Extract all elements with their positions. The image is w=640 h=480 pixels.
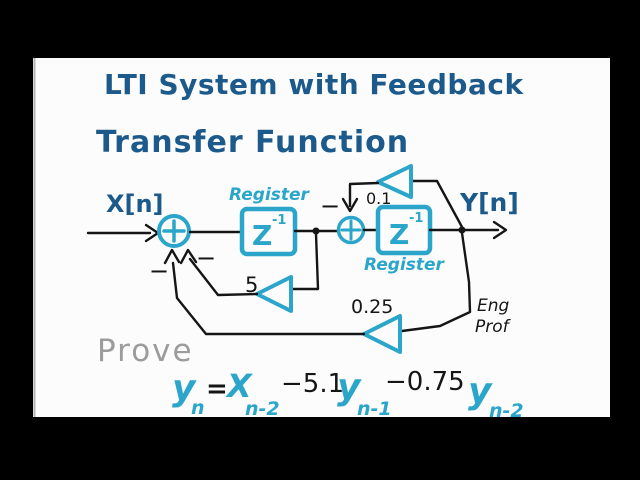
gain-amplifier-mid bbox=[255, 275, 293, 313]
plus-icon bbox=[162, 219, 186, 243]
delay-exponent-2: -1 bbox=[409, 211, 423, 226]
equation-term1: X bbox=[225, 367, 253, 405]
equation-term3-subscript: n-2 bbox=[489, 400, 524, 422]
equation-op1: −5.1 bbox=[281, 369, 344, 399]
title-line-2: Transfer Function bbox=[96, 125, 409, 160]
equation-term2: y bbox=[337, 367, 362, 408]
prove-label: Prove bbox=[97, 333, 194, 369]
delay-exponent-1: -1 bbox=[272, 213, 286, 228]
output-tap-node bbox=[458, 226, 466, 234]
summing-junction-1 bbox=[157, 214, 191, 248]
feedback-bottom-wire-left bbox=[171, 261, 366, 336]
output-signal-label: Y[n] bbox=[459, 188, 519, 217]
difference-equation: y n = X n-2 −5.1 y n-1 −0.75 y n-2 bbox=[172, 367, 524, 422]
title-line-1: LTI System with Feedback bbox=[104, 68, 524, 101]
feedback-top-arrowhead-icon bbox=[341, 197, 359, 213]
gain-mid-label: 5 bbox=[245, 273, 258, 297]
minus-sign-mid: − bbox=[196, 244, 216, 272]
feedback-mid-wire-right bbox=[290, 232, 320, 291]
input-signal-label: X[n] bbox=[106, 190, 164, 218]
feedback-bottom-wire-right bbox=[400, 231, 472, 333]
output-arrowhead-icon bbox=[492, 220, 508, 240]
feedback-top-wire-left bbox=[348, 181, 380, 208]
equation-lhs-subscript: n bbox=[191, 397, 205, 419]
summing-junction-2 bbox=[336, 215, 366, 245]
feedback-bottom-arrowhead-icon bbox=[163, 248, 181, 265]
minus-sign-bottom: − bbox=[149, 257, 169, 285]
register1-label: Register bbox=[229, 185, 311, 205]
equation-op2: −0.75 bbox=[385, 367, 465, 397]
gain-amplifier-top bbox=[376, 164, 413, 199]
plus-icon bbox=[340, 219, 362, 241]
feedback-mid-wire-left bbox=[188, 257, 259, 297]
gain-top-label: 0.1 bbox=[366, 189, 391, 208]
gain-bottom-label: 0.25 bbox=[351, 296, 393, 318]
equation-term2-subscript: n-1 bbox=[357, 398, 392, 420]
equation-lhs: y bbox=[172, 368, 197, 409]
gain-amplifier-bottom bbox=[362, 314, 402, 354]
register2-label: Register bbox=[364, 255, 446, 275]
equation-term3: y bbox=[468, 371, 493, 412]
whiteboard-canvas bbox=[33, 58, 610, 417]
signature-line-2: Prof bbox=[475, 317, 512, 337]
tap-node-1 bbox=[312, 227, 320, 235]
equation-equals: = bbox=[206, 374, 228, 404]
signature-line-1: Eng bbox=[477, 296, 510, 316]
delay-symbol-2: Z bbox=[389, 218, 409, 251]
feedback-mid-arrowhead-icon bbox=[179, 248, 198, 265]
equation-term1-subscript: n-2 bbox=[245, 398, 280, 420]
delay-symbol-1: Z bbox=[252, 219, 272, 252]
feedback-top-wire-right bbox=[410, 179, 464, 229]
minus-sign-sum2: − bbox=[320, 192, 340, 220]
